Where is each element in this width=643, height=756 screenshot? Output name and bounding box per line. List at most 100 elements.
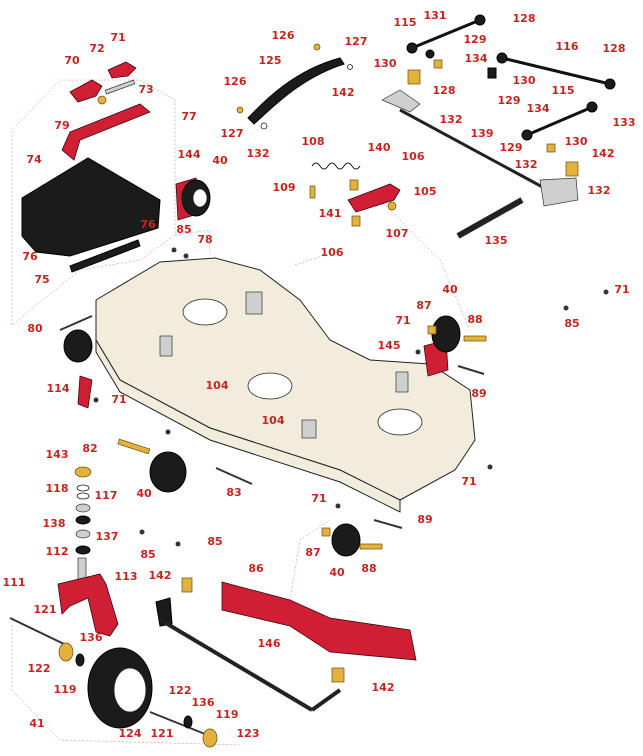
callout-123: 123: [237, 727, 260, 740]
cover-strap-75: [69, 239, 141, 273]
latch-70: [69, 79, 103, 103]
callout-112: 112: [46, 545, 69, 558]
callout-40: 40: [329, 566, 345, 579]
caster-wheel-assembly: [9, 557, 218, 748]
callout-136: 136: [192, 696, 215, 709]
callout-128: 128: [603, 42, 626, 55]
callout-132: 132: [515, 158, 538, 171]
callout-85: 85: [140, 548, 155, 561]
callout-129: 129: [500, 141, 523, 154]
callout-71: 71: [110, 31, 125, 44]
callout-116: 116: [556, 40, 579, 53]
callout-83: 83: [226, 486, 241, 499]
callout-133: 133: [613, 116, 636, 129]
callout-76: 76: [140, 218, 156, 231]
callout-106: 106: [321, 246, 344, 259]
callout-132: 132: [588, 184, 611, 197]
callout-113: 113: [115, 570, 138, 583]
callout-140: 140: [368, 141, 391, 154]
deck-cover-74: [21, 157, 161, 257]
callout-128: 128: [513, 12, 536, 25]
callout-126: 126: [272, 29, 295, 42]
callout-142: 142: [332, 86, 355, 99]
callout-132: 132: [440, 113, 463, 126]
callout-77: 77: [181, 110, 196, 123]
callout-87: 87: [305, 546, 320, 559]
gauge-wheel-front-left: [77, 375, 253, 493]
gauge-wheel-front-right: [321, 519, 403, 557]
callout-125: 125: [259, 54, 282, 67]
callout-89: 89: [471, 387, 486, 400]
callout-137: 137: [96, 530, 119, 543]
callout-144: 144: [178, 148, 201, 161]
callout-71: 71: [395, 314, 410, 327]
callout-129: 129: [464, 33, 487, 46]
callout-74: 74: [26, 153, 42, 166]
callout-134: 134: [527, 102, 550, 115]
callout-145: 145: [378, 339, 401, 352]
callout-127: 127: [345, 35, 368, 48]
callout-82: 82: [82, 442, 97, 455]
callout-142: 142: [372, 681, 395, 694]
callout-115: 115: [552, 84, 575, 97]
callout-71: 71: [614, 283, 629, 296]
callout-115: 115: [394, 16, 417, 29]
callout-131: 131: [424, 9, 447, 22]
callout-114: 114: [47, 382, 70, 395]
callout-105: 105: [414, 185, 437, 198]
deck-cover-assembly: [21, 61, 161, 273]
callout-73: 73: [138, 83, 153, 96]
lift-links: [406, 14, 616, 177]
callout-122: 122: [169, 684, 192, 697]
callout-40: 40: [442, 283, 458, 296]
callout-109: 109: [273, 181, 296, 194]
callout-128: 128: [433, 84, 456, 97]
gauge-wheel-right: [423, 315, 487, 377]
callout-111: 111: [3, 576, 26, 589]
callout-88: 88: [361, 562, 376, 575]
callout-71: 71: [111, 393, 126, 406]
callout-139: 139: [471, 127, 494, 140]
callout-87: 87: [416, 299, 431, 312]
callout-107: 107: [386, 227, 409, 240]
spacer-79: [97, 95, 107, 105]
callout-142: 142: [149, 569, 172, 582]
callout-118: 118: [46, 482, 69, 495]
callout-117: 117: [95, 489, 118, 502]
callout-71: 71: [311, 492, 326, 505]
callout-130: 130: [513, 74, 536, 87]
callout-146: 146: [258, 637, 281, 650]
rod-73: [104, 79, 136, 95]
callout-141: 141: [319, 207, 342, 220]
callout-134: 134: [465, 52, 488, 65]
callout-104: 104: [262, 414, 285, 427]
cover-bracket-79: [61, 103, 151, 161]
callout-40: 40: [212, 154, 228, 167]
lift-arm-assembly: [236, 43, 421, 130]
lift-shaft: [381, 89, 579, 239]
front-wheel-bracket: [175, 177, 211, 221]
callout-79: 79: [54, 119, 69, 132]
callout-119: 119: [54, 683, 77, 696]
mower-deck: [95, 257, 476, 513]
callout-40: 40: [136, 487, 152, 500]
callout-85: 85: [176, 223, 191, 236]
assembly-guides: [11, 79, 471, 746]
callout-71: 71: [461, 475, 476, 488]
callout-122: 122: [28, 662, 51, 675]
callout-121: 121: [151, 727, 174, 740]
callout-121: 121: [34, 603, 57, 616]
callout-130: 130: [565, 135, 588, 148]
callout-143: 143: [46, 448, 69, 461]
callout-119: 119: [216, 708, 239, 721]
gauge-wheel-rear-left: [59, 315, 93, 363]
callout-104: 104: [206, 379, 229, 392]
callout-86: 86: [248, 562, 264, 575]
hardware-fasteners: [93, 247, 609, 547]
callout-85: 85: [564, 317, 579, 330]
callout-72: 72: [89, 42, 104, 55]
callout-70: 70: [64, 54, 80, 67]
stabilizer-bar: [155, 577, 345, 712]
